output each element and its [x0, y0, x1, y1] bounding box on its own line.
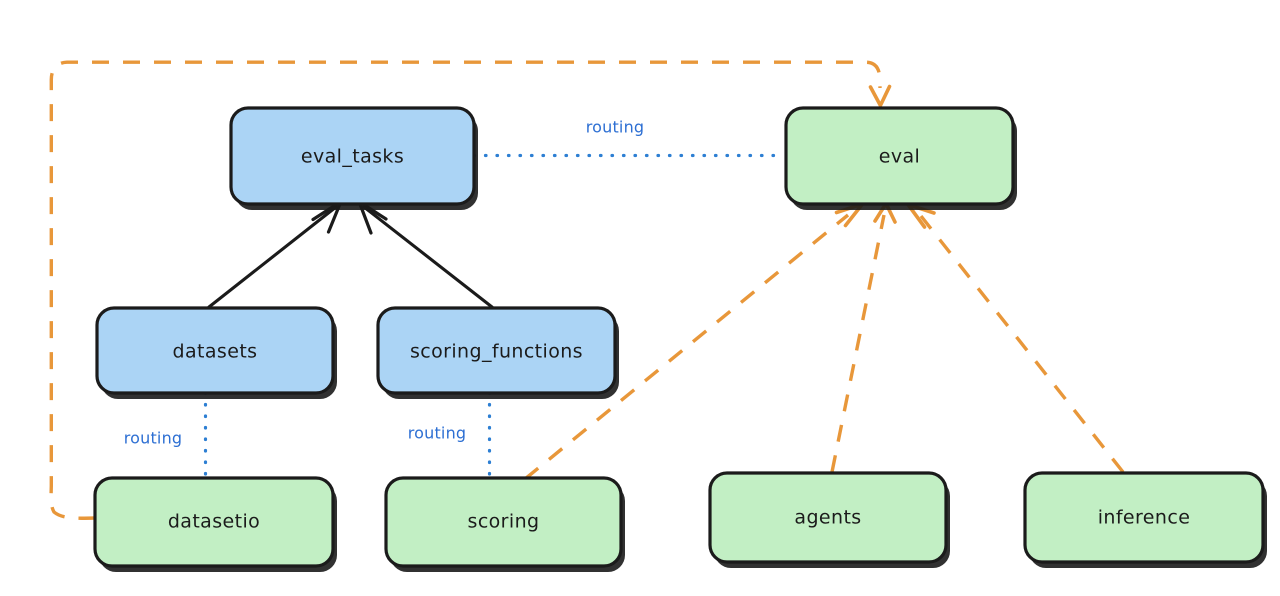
inherit-path-scoring-functions — [362, 205, 494, 309]
edge-scoring_functions-to-eval_tasks — [357, 199, 494, 309]
edge-agents-to-eval — [830, 201, 897, 473]
node-label-datasets: datasets — [173, 341, 258, 363]
edge-label-routing-scoring-functions: routing — [408, 424, 467, 443]
node-box-scoring-functions[interactable] — [376, 306, 617, 395]
dependency-path-scoring — [523, 213, 850, 481]
inherit-path-datasets — [207, 205, 338, 309]
node-label-datasetio: datasetio — [168, 511, 260, 533]
node-box-datasets[interactable] — [95, 306, 335, 395]
node-label-scoring: scoring — [468, 511, 540, 533]
node-box-scoring[interactable] — [384, 476, 623, 568]
node-label-scoring-functions: scoring_functions — [410, 341, 583, 363]
node-scoring_functions[interactable]: scoring_functions — [376, 306, 619, 399]
node-eval[interactable]: eval — [784, 106, 1017, 210]
node-datasetio[interactable]: datasetio — [93, 476, 337, 572]
dependency-path-inference — [919, 214, 1125, 474]
node-agents[interactable]: agents — [708, 471, 950, 568]
node-label-eval-tasks: eval_tasks — [301, 146, 404, 168]
dependency-path-agents — [830, 214, 886, 473]
node-scoring[interactable]: scoring — [384, 476, 625, 572]
node-box-inference[interactable] — [1023, 471, 1265, 564]
edge-inference-to-eval — [906, 202, 1125, 474]
arrowhead-datasetio — [868, 84, 892, 108]
node-box-agents[interactable] — [708, 471, 948, 564]
node-label-agents: agents — [794, 507, 861, 529]
node-inference[interactable]: inference — [1023, 471, 1267, 568]
dependency-path-datasetio — [49, 60, 882, 520]
edge-datasets-to-eval_tasks — [207, 199, 343, 309]
edge-label-routing-eval-tasks: routing — [586, 118, 645, 137]
node-eval_tasks[interactable]: eval_tasks — [229, 106, 478, 210]
edge-label-routing-datasets: routing — [124, 429, 183, 448]
node-box-datasetio[interactable] — [93, 476, 335, 568]
node-datasets[interactable]: datasets — [95, 306, 337, 399]
node-label-eval: eval — [879, 146, 920, 168]
node-label-inference: inference — [1098, 507, 1191, 529]
node-box-eval-tasks[interactable] — [229, 106, 476, 206]
node-box-eval[interactable] — [784, 106, 1015, 206]
edge-datasetio-to-eval — [49, 60, 892, 520]
